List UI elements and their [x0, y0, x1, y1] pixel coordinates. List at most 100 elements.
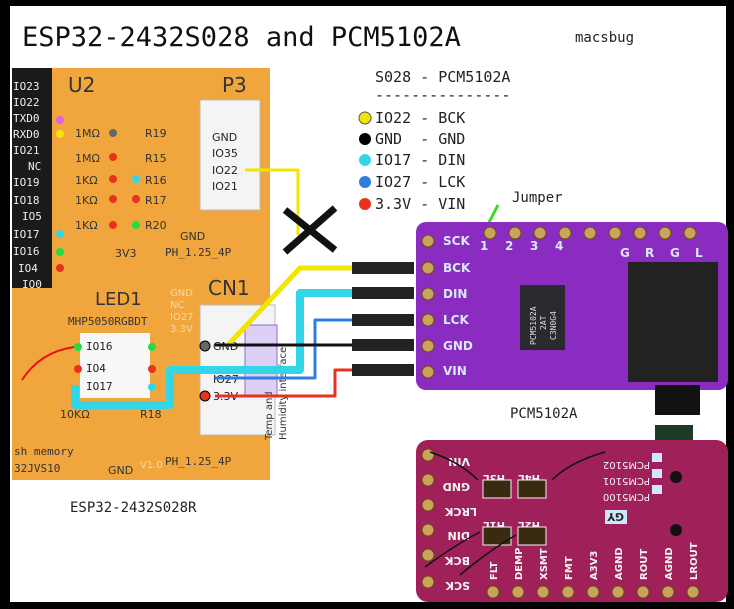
pin-dot: [56, 230, 64, 238]
esp-caption: ESP32-2432S028R: [70, 500, 197, 516]
cn1-footprint: PH_1.25_4P: [165, 455, 232, 468]
wire-io22-old: [245, 168, 300, 235]
variant: PCM5100: [603, 491, 650, 502]
side-pin: GND: [443, 480, 470, 493]
jumper-label: Jumper: [512, 190, 563, 206]
u2-pin: RXD0: [13, 128, 40, 141]
red-arrow-icon: [21, 346, 75, 381]
pad: [109, 195, 117, 203]
bottom-pin: LROUT: [689, 542, 700, 580]
side-pin: SCK: [445, 579, 470, 592]
p3-label: P3: [222, 73, 247, 97]
bottom-pin: DEMP: [514, 548, 525, 580]
cn1-silk: GND NC IO27 3.3V: [170, 288, 194, 335]
back-side-pins: VIN GND LRCK DIN BCK SCK: [443, 455, 477, 592]
pad: [109, 129, 117, 137]
jumper-id: H2L: [518, 519, 540, 530]
pointer-arrows: [424, 451, 606, 576]
resistor-value: 1MΩ: [75, 127, 100, 140]
cross-icon: [282, 205, 338, 255]
pcm-pin: BCK: [443, 261, 471, 275]
led-pin: IO4: [86, 362, 106, 375]
u2-pin: IO16: [13, 245, 40, 258]
pcm5102a-board: SCK BCK DIN LCK GND VIN 1 2 3 4 G R G L …: [416, 222, 728, 415]
sensor-text: Temp and: [264, 391, 275, 441]
legend-item: GND - GND: [359, 130, 465, 148]
pad: [199, 340, 211, 352]
u2-pin: IO18: [13, 194, 40, 207]
silk-text: 3.3V: [170, 324, 193, 335]
esp32-board: U2 IO23 IO22 TXD0 RXD0 IO21 NC IO19 IO18…: [12, 68, 289, 480]
version-label: V1.0: [140, 460, 163, 471]
silk-text: GND: [170, 288, 193, 299]
solder-jumpers: [482, 479, 547, 546]
pad: [109, 153, 117, 161]
led-pin: IO16: [86, 340, 113, 353]
u2-pin: IO4: [18, 262, 38, 275]
u2-pin: IO0: [22, 278, 42, 291]
silk-text: IO27: [170, 312, 194, 323]
bottom-pin: AGND: [664, 547, 675, 580]
side-pin: BCK: [445, 554, 470, 567]
u2-label: U2: [68, 73, 95, 97]
resistor-value: 1MΩ: [75, 152, 100, 165]
jack-pin: R: [645, 246, 654, 260]
chip-text: PCM5102A: [529, 306, 538, 345]
pad: [132, 175, 140, 183]
page-title: ESP32-2432S028 and PCM5102A: [22, 22, 461, 53]
pcm-pin-labels: SCK BCK DIN LCK GND VIN 1 2 3 4 G R G L: [443, 234, 703, 378]
wires: [71, 168, 355, 409]
pcm-pin: LCK: [443, 313, 469, 327]
p3-pin: IO21: [212, 180, 238, 193]
p3-connector: [199, 99, 261, 211]
pad: [148, 383, 156, 391]
side-pin: DIN: [448, 529, 470, 542]
u2-module: [12, 68, 52, 288]
wire-bck: [226, 265, 355, 347]
top-number: 2: [505, 239, 513, 253]
resistor-name: R20: [145, 219, 167, 232]
pad: [74, 343, 82, 351]
author-label: macsbug: [575, 30, 634, 46]
r18-name: R18: [140, 408, 162, 421]
resistor-value: 1KΩ: [75, 194, 98, 207]
u2-pin: IO17: [13, 228, 40, 241]
bottom-pin: FMT: [564, 556, 575, 580]
legend-item: 3.3V - VIN: [359, 195, 465, 213]
pcm-pin: GND: [443, 339, 473, 353]
led-part: MHP5050RGBDT: [68, 315, 148, 328]
pad: [132, 221, 140, 229]
led-pins: IO16 IO4 IO17: [86, 340, 113, 393]
resistor-value: 1KΩ: [75, 219, 98, 232]
pin-dot: [56, 116, 64, 124]
wire-din: [71, 289, 355, 409]
top-number: 4: [555, 239, 563, 253]
resistor-name: R16: [145, 174, 167, 187]
mount-hole: [670, 471, 682, 483]
legend-label: IO27 - LCK: [375, 173, 465, 191]
led-label: LED1: [95, 289, 142, 310]
resistor-name: R15: [145, 152, 167, 165]
variant: PCM5102: [603, 459, 650, 470]
pcm-pin: DIN: [443, 287, 467, 301]
resistor-name: R19: [145, 127, 167, 140]
legend-header: S028 - PCM5102A: [375, 68, 510, 86]
legend-separator: ---------------: [375, 86, 510, 104]
top-number: 1: [480, 239, 488, 253]
resistor-name: R17: [145, 194, 167, 207]
pad: [109, 175, 117, 183]
jumper-id: H4L: [518, 472, 540, 483]
pad: [109, 221, 117, 229]
pin-dot: [56, 130, 64, 138]
r18-value: 10KΩ: [60, 408, 90, 421]
u2-pin: IO5: [22, 210, 42, 223]
legend-item: IO22 - BCK: [358, 109, 465, 127]
led-pin: IO17: [86, 380, 113, 393]
legend-label: IO22 - BCK: [375, 109, 465, 127]
cn1-label: CN1: [208, 276, 250, 300]
mount-hole: [670, 524, 682, 536]
pad: [199, 390, 211, 402]
pin-dot: [56, 248, 64, 256]
pcm-pin: SCK: [443, 234, 470, 248]
